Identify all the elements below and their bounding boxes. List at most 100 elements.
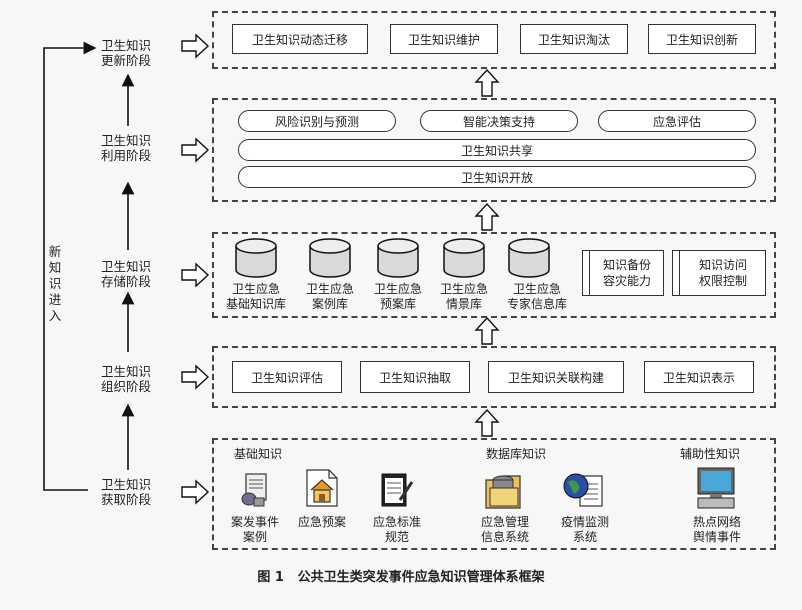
- use-layer: [212, 98, 776, 202]
- source-caption-line: 舆情事件: [692, 530, 741, 544]
- hollow-up-arrow-1: [474, 68, 500, 97]
- database-caption-line: 卫生应急: [373, 282, 422, 296]
- database-icon: [508, 238, 550, 278]
- organize-box: 卫生知识关联构建: [488, 361, 624, 393]
- hollow-arrow-organize: [181, 364, 210, 390]
- stage-update-label: 卫生知识 更新阶段: [90, 38, 162, 68]
- database-caption-line: 卫生应急: [231, 282, 280, 296]
- store-box-line: 容灾能力: [602, 274, 651, 288]
- stage-organize-label: 卫生知识 组织阶段: [90, 364, 162, 394]
- figure-number: 图 1: [257, 570, 284, 585]
- use-open-bar: 卫生知识开放: [238, 166, 756, 188]
- store-box-backup: 知识备份 容灾能力: [582, 250, 664, 296]
- organize-box: 卫生知识抽取: [360, 361, 470, 393]
- figure-caption: 图 1 公共卫生类突发事件应急知识管理体系框架: [0, 566, 802, 585]
- stage-store-line1: 卫生知识: [100, 259, 151, 274]
- database-icon: [377, 238, 419, 278]
- database-caption-line: 专家信息库: [506, 297, 567, 311]
- stage-use-line2: 利用阶段: [100, 148, 151, 163]
- update-box: 卫生知识动态迁移: [232, 24, 368, 54]
- database-icon: [235, 238, 277, 278]
- database-caption: 卫生应急 预案库: [362, 282, 434, 312]
- database-caption: 卫生应急 案例库: [294, 282, 366, 312]
- organize-box: 卫生知识表示: [644, 361, 754, 393]
- hollow-arrow-acquire: [181, 479, 210, 505]
- database-caption-line: 卫生应急: [305, 282, 354, 296]
- computer-icon: [697, 467, 735, 509]
- feedback-char: 入: [48, 308, 62, 323]
- source-caption: 应急预案: [285, 515, 359, 530]
- store-box-line: 权限控制: [698, 274, 747, 288]
- stage-store-label: 卫生知识 存储阶段: [90, 259, 162, 289]
- source-caption-line: 应急管理: [480, 515, 529, 529]
- store-layer: [212, 232, 776, 318]
- stage-store-line2: 存储阶段: [100, 274, 151, 289]
- store-box-line: 知识备份: [602, 258, 651, 272]
- database-caption-line: 卫生应急: [439, 282, 488, 296]
- source-caption-line: 疫情监测: [560, 515, 609, 529]
- hollow-up-arrow-2: [474, 202, 500, 231]
- globe-icon: [563, 473, 603, 507]
- stage-use-label: 卫生知识 利用阶段: [90, 133, 162, 163]
- box-inner-line: [679, 251, 680, 295]
- acquire-layer: [212, 438, 776, 550]
- database-folder-icon: [485, 475, 521, 509]
- notepad-icon: [381, 473, 414, 507]
- category-auxiliary: 辅助性知识: [680, 447, 741, 461]
- store-box-text: 知识备份 容灾能力: [591, 251, 663, 295]
- stage-acquire-line2: 获取阶段: [100, 492, 151, 507]
- category-database: 数据库知识: [486, 447, 547, 461]
- category-basic: 基础知识: [234, 447, 283, 461]
- database-caption: 卫生应急 情景库: [428, 282, 500, 312]
- stage-organize-line2: 组织阶段: [100, 379, 151, 394]
- stage-acquire-line1: 卫生知识: [100, 477, 151, 492]
- feedback-char: 新: [48, 244, 62, 259]
- use-pill: 应急评估: [598, 110, 756, 132]
- stage-use-line1: 卫生知识: [100, 133, 151, 148]
- database-icon: [309, 238, 351, 278]
- store-box-access: 知识访问 权限控制: [672, 250, 766, 296]
- database-caption-line: 卫生应急: [512, 282, 561, 296]
- source-caption-line: 系统: [572, 530, 597, 544]
- database-caption: 卫生应急 基础知识库: [220, 282, 292, 312]
- house-icon: [306, 469, 338, 507]
- source-caption-line: 案发事件: [230, 515, 279, 529]
- database-caption-line: 基础知识库: [225, 297, 286, 311]
- update-box: 卫生知识淘汰: [520, 24, 628, 54]
- hollow-arrow-update: [181, 33, 210, 59]
- stage-organize-line1: 卫生知识: [100, 364, 151, 379]
- use-share-bar: 卫生知识共享: [238, 139, 756, 161]
- feedback-char: 进: [48, 292, 62, 307]
- source-caption: 应急标准 规范: [360, 515, 434, 545]
- feedback-loop-line: [43, 41, 97, 491]
- store-box-line: 知识访问: [698, 258, 747, 272]
- stage-acquire-label: 卫生知识 获取阶段: [90, 477, 162, 507]
- source-caption-line: 热点网络: [692, 515, 741, 529]
- source-caption: 疫情监测 系统: [548, 515, 622, 545]
- stage-update-line2: 更新阶段: [100, 53, 151, 68]
- update-box: 卫生知识创新: [648, 24, 756, 54]
- figure-title: 公共卫生类突发事件应急知识管理体系框架: [297, 570, 545, 585]
- database-caption-line: 预案库: [379, 297, 416, 311]
- database-cylinders: [235, 238, 550, 278]
- source-caption: 应急管理 信息系统: [468, 515, 542, 545]
- hollow-arrow-use: [181, 137, 210, 163]
- database-caption-line: 情景库: [445, 297, 482, 311]
- use-pill: 风险识别与预测: [238, 110, 396, 132]
- source-caption-line: 应急标准: [372, 515, 421, 529]
- hollow-up-arrow-3: [474, 316, 500, 345]
- use-pill: 智能决策支持: [420, 110, 578, 132]
- update-layer: [212, 11, 776, 69]
- database-caption-line: 案例库: [311, 297, 348, 311]
- database-icon: [443, 238, 485, 278]
- hollow-up-arrow-4: [474, 408, 500, 437]
- source-caption: 热点网络 舆情事件: [680, 515, 754, 545]
- stage-update-line1: 卫生知识: [100, 38, 151, 53]
- feedback-label: 新 知 识 进 入: [47, 244, 63, 324]
- feedback-char: 识: [48, 276, 62, 291]
- update-box: 卫生知识维护: [390, 24, 498, 54]
- store-box-text: 知识访问 权限控制: [681, 251, 765, 295]
- source-caption-line: 案例: [242, 530, 267, 544]
- organize-layer: [212, 346, 776, 408]
